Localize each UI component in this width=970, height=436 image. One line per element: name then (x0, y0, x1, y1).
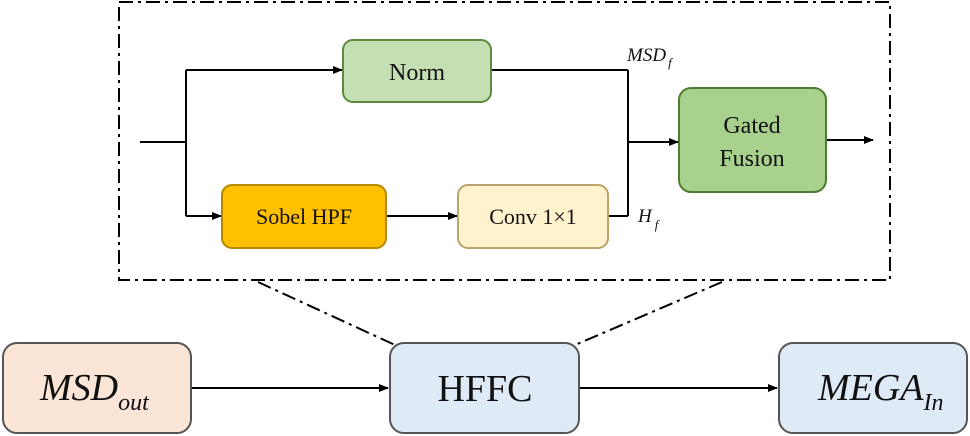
msd-f-main: MSD (626, 45, 666, 66)
gated-fusion-box (678, 87, 827, 193)
h-f-sub: f (655, 217, 661, 232)
gated-fusion-block: Gated Fusion (678, 87, 827, 193)
conv-block: Conv 1×1 (457, 184, 609, 249)
h-f-main: H (637, 206, 653, 227)
mega-in-sub: In (923, 390, 944, 416)
detail-frame (118, 1, 891, 281)
mega-in-label: MEGAIn (817, 367, 944, 416)
msd-out-sub: out (118, 390, 150, 416)
norm-block: Norm (342, 39, 492, 103)
msd-out-main: MSD (39, 367, 118, 409)
mega-in-box (778, 342, 968, 434)
hffc-label: HFFC (437, 368, 532, 410)
gated-label-line1: Gated (723, 113, 780, 139)
mega-in-block: MEGAIn (778, 342, 968, 434)
msd-out-box (2, 342, 192, 434)
hffc-block: HFFC (389, 342, 580, 434)
msd-out-label: MSDout (39, 367, 150, 416)
hffc-box (389, 342, 580, 434)
zoom-line-right (574, 281, 723, 346)
norm-label: Norm (389, 60, 445, 86)
msd-out-block: MSDout (2, 342, 192, 434)
mega-in-main: MEGA (817, 367, 924, 409)
sobel-hpf-label: Sobel HPF (256, 204, 352, 229)
zoom-line-left (257, 281, 396, 346)
msd-f-sub: f (668, 55, 674, 70)
conv-label: Conv 1×1 (489, 204, 577, 229)
sobel-hpf-block: Sobel HPF (221, 184, 387, 249)
norm-box (342, 39, 492, 103)
gated-label-line2: Fusion (719, 146, 784, 172)
sobel-hpf-box (221, 184, 387, 249)
conv-box (457, 184, 609, 249)
